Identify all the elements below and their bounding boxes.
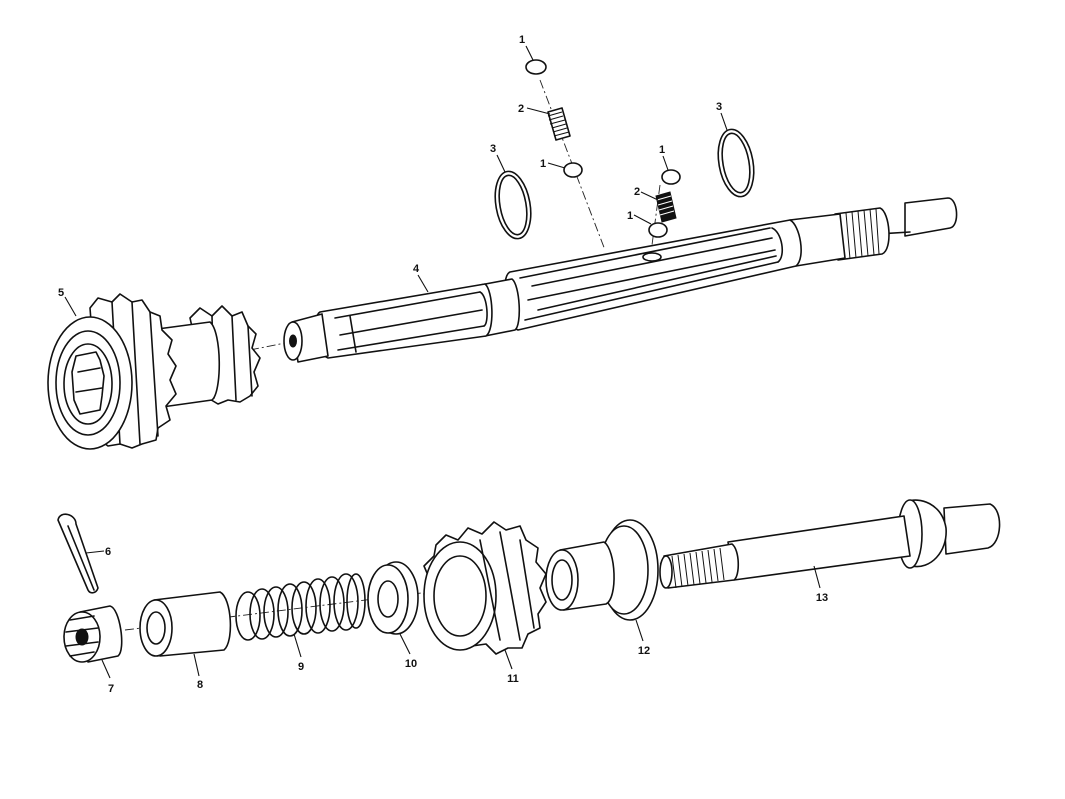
- callout-label: 8: [197, 679, 203, 691]
- callout-label: 11: [507, 673, 519, 685]
- callout-label: 12: [638, 645, 650, 657]
- leader-lines: [64, 45, 821, 679]
- part-3-ring-right: [717, 128, 755, 198]
- part-10-washer: [367, 561, 419, 635]
- part-12-flanged-bushing: [545, 519, 659, 621]
- part-8-sleeve: [139, 591, 232, 657]
- part-7-castle-nut: [63, 605, 123, 663]
- callout-label: 1: [627, 210, 633, 222]
- callout-label: 3: [716, 101, 722, 113]
- part-3-ring-left: [494, 170, 532, 240]
- callout-label: 5: [58, 287, 64, 299]
- part-2-spring-a: [547, 107, 571, 141]
- callout-labels: 1 2 1 3 3 1 2 1 4 5 6 7 8 9 10 11 12 13: [58, 34, 828, 695]
- callout-label: 4: [413, 263, 420, 275]
- callout-label: 13: [816, 592, 828, 604]
- part-4-mainshaft: [283, 197, 958, 363]
- callout-label: 1: [659, 144, 665, 156]
- part-1-ball-top-a: [525, 59, 547, 75]
- callout-label: 3: [490, 143, 496, 155]
- part-11-spur-gear: [423, 521, 547, 655]
- part-5-cluster-gear: [47, 293, 261, 450]
- part-1-ball-d: [648, 222, 668, 238]
- callout-label: 2: [518, 103, 524, 115]
- part-6-cotter-pin: [57, 513, 99, 594]
- callout-label: 10: [405, 658, 417, 670]
- part-2-spring-b: [655, 191, 677, 223]
- part-9-coil-spring: [235, 573, 366, 641]
- callout-label: 1: [540, 158, 546, 170]
- callout-label: 1: [519, 34, 525, 46]
- part-1-ball-c: [661, 169, 681, 185]
- part-1-ball-top-b: [563, 162, 583, 178]
- callout-label: 9: [298, 661, 304, 673]
- callout-label: 7: [108, 683, 114, 695]
- callout-label: 6: [105, 546, 111, 558]
- part-13-long-pin: [659, 499, 1001, 589]
- callout-label: 2: [634, 186, 640, 198]
